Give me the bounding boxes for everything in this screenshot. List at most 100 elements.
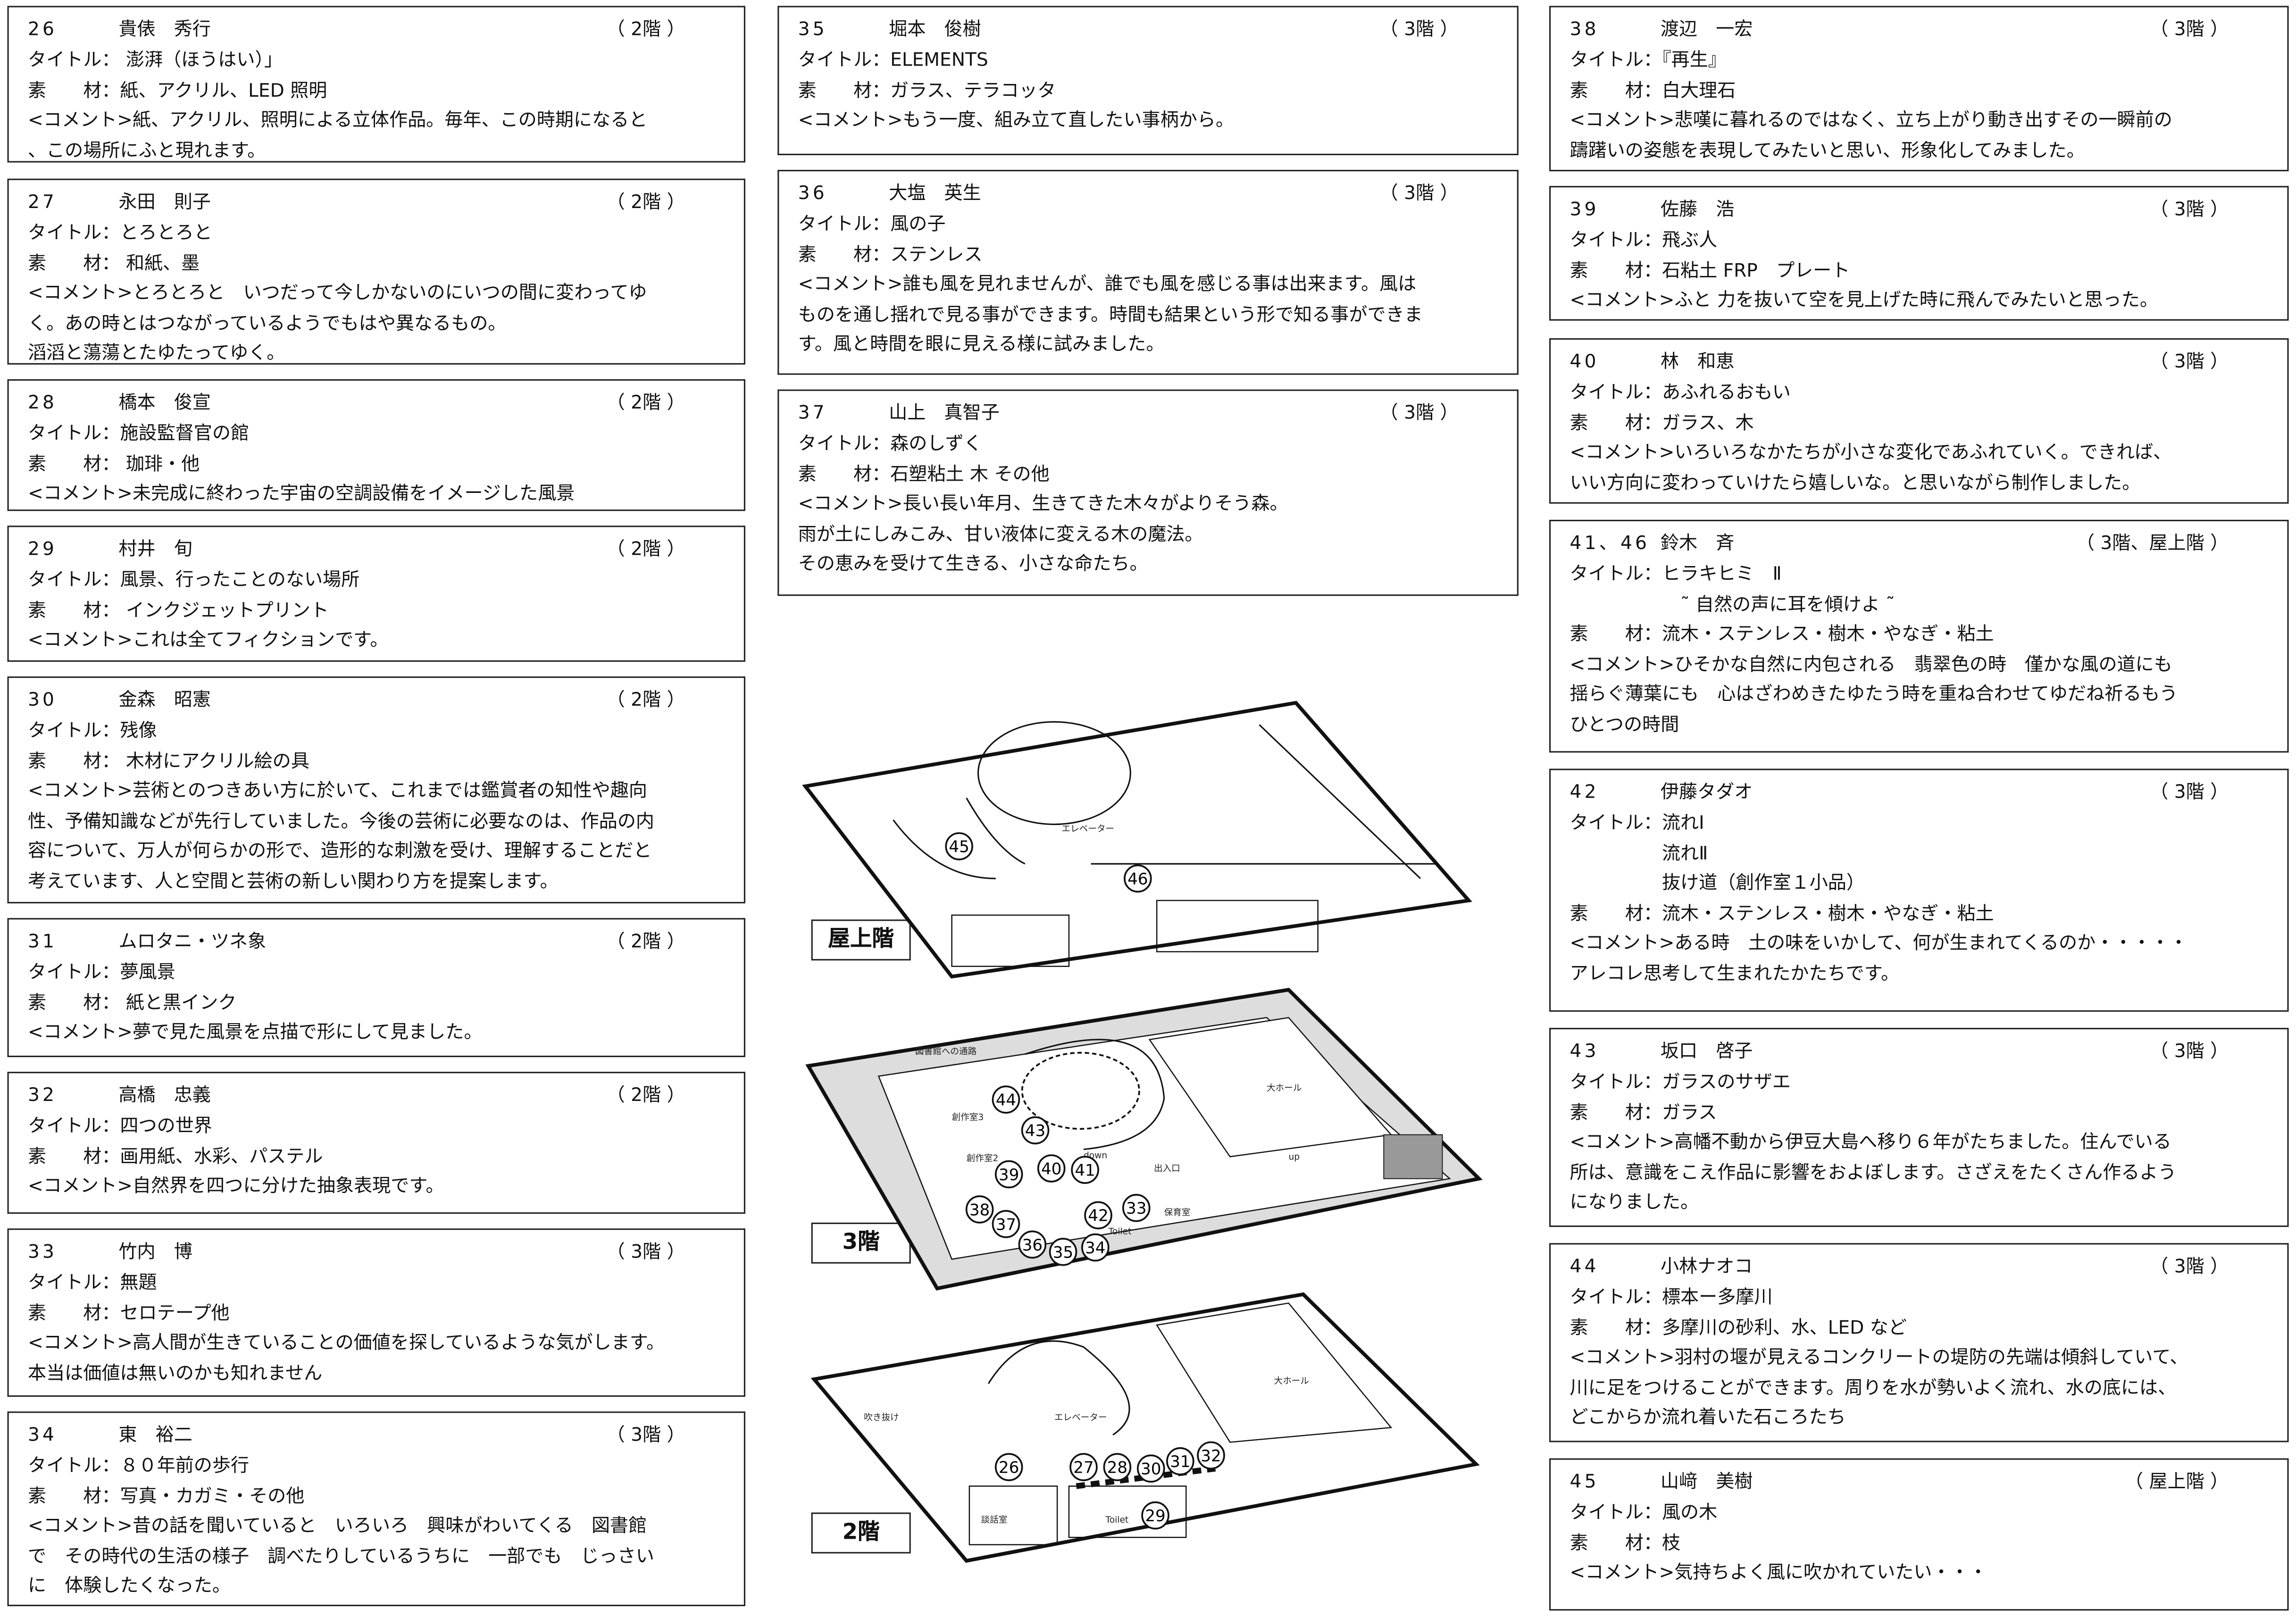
entry-detail-line: <コメント>長い長い年月、生きてきた木々がよりそう森。 <box>798 492 1288 514</box>
entry-number: 32 <box>27 1083 58 1106</box>
artwork-location-marker: 41 <box>1071 1156 1099 1184</box>
marker-number: 35 <box>1053 1243 1073 1262</box>
floor-location: （ 3階 ） <box>2150 17 2229 40</box>
artist-name: 東 裕二 <box>118 1423 192 1445</box>
entry-detail-line: 性、予備知識などが先行していました。今後の芸術に必要なのは、作品の内 <box>27 808 654 831</box>
artist-name: 竹内 博 <box>118 1240 192 1262</box>
artist-name: 渡辺 一宏 <box>1660 17 1753 40</box>
marker-number: 27 <box>1073 1459 1094 1477</box>
entry-number: 44 <box>1570 1255 1599 1277</box>
reading-room-label: 談話室 <box>981 1515 1008 1525</box>
entry-detail-line: になりました。 <box>1570 1190 1699 1213</box>
entry-detail-line: 素 材：ガラス、テラコッタ <box>798 78 1056 100</box>
floor-location: （ 3階 ） <box>1379 17 1459 40</box>
entry-detail-line: 素 材： 珈琲・他 <box>27 451 200 474</box>
floor-location: （ 2階 ） <box>606 391 685 413</box>
elevator-label-2f: エレベーター <box>1054 1413 1107 1423</box>
entry-detail-line: <コメント>昔の話を聞いていると いろいろ 興味がわいてくる 図書館 <box>27 1514 647 1536</box>
entry-number: 39 <box>1570 198 1599 220</box>
floor-location: （ 3階 ） <box>2150 1255 2229 1277</box>
entry-detail-line: その恵みを受けて生きる、小さな命たち。 <box>798 552 1148 574</box>
entry-detail-line: 素 材：流木・ステンレス・樹木・やなぎ・粘土 <box>1570 622 1994 644</box>
entry-detail-line: タイトル：ELEMENTS <box>798 48 988 70</box>
entry-number: 33 <box>27 1240 58 1262</box>
marker-number: 43 <box>1025 1122 1045 1141</box>
entry-detail-line: す。風と時間を眼に見える様に試みました。 <box>798 332 1165 355</box>
hall-label-3f: 大ホール <box>1267 1083 1302 1093</box>
entry-detail-line: どこからか流れ着いた石ころたち <box>1570 1405 1846 1428</box>
artwork-location-marker: 32 <box>1197 1441 1225 1470</box>
marker-number: 32 <box>1201 1447 1221 1466</box>
entry-detail-line: 川に足をつけることができます。周りを水が勢いよく流れ、水の底には、 <box>1570 1375 2177 1398</box>
artist-name: 金森 昭憲 <box>118 688 211 710</box>
artwork-location-marker: 26 <box>994 1453 1023 1482</box>
entry-detail-line: <コメント>ひそかな自然に内包される 翡翠色の時 僅かな風の道にも <box>1570 652 2172 675</box>
artwork-location-marker: 29 <box>1141 1501 1169 1530</box>
entry-detail-line: 素 材：多摩川の砂利、水、LED など <box>1570 1315 1907 1338</box>
entry-number: 30 <box>27 688 58 710</box>
entry-detail-line: <コメント>紙、アクリル、照明による立体作品。毎年、この時期になると <box>27 108 648 131</box>
floor-location: （ 2階 ） <box>606 190 685 213</box>
artist-name: 佐藤 浩 <box>1660 198 1735 220</box>
marker-number: 42 <box>1088 1207 1108 1225</box>
entry-number: 42 <box>1570 780 1599 802</box>
floor2-plan: 大ホール 吹き抜け エレベーター Toilet 談話室 <box>810 1292 1480 1563</box>
entry-detail-line: く。あの時とはつながっているようでもはや異なるもの。 <box>27 311 507 333</box>
entry-detail-line: 流れⅡ <box>1570 841 1708 863</box>
entry-header: 38 渡辺 一宏 （ 3階 ） <box>1570 15 2270 45</box>
entry-detail-line: <コメント>もう一度、組み立て直したい事柄から。 <box>798 108 1235 131</box>
artwork-location-marker: 30 <box>1136 1454 1165 1483</box>
marker-number: 41 <box>1075 1161 1095 1180</box>
library-path-label: 図書館への通路 <box>915 1047 977 1057</box>
entry-number: 38 <box>1570 17 1599 40</box>
entry-detail-line: タイトル： 澎湃（ほうはい）」 <box>27 48 283 70</box>
entry-detail-line: <コメント>羽村の堰が見えるコンクリートの堤防の先端は傾斜していて、 <box>1570 1345 2188 1368</box>
entry-detail-line: 素 材： 紙と黒インク <box>27 990 237 1013</box>
artwork-location-marker: 42 <box>1084 1201 1112 1230</box>
floor-plan-maps: エレベーター 大ホール 図書館への通路 創作室3 創作室2 保育室 Toilet… <box>802 700 1483 1563</box>
entry-detail-line: ものを通し揺れで見る事ができます。時間も結果という形で知る事ができま <box>798 302 1423 325</box>
rooftop-floor-label: 屋上階 <box>811 919 911 961</box>
toilet-label-3f: Toilet <box>1108 1227 1132 1237</box>
artwork-location-marker: 43 <box>1021 1116 1050 1145</box>
artist-name: 大塩 英生 <box>889 181 981 204</box>
floor-location: （ 3階 ） <box>2150 780 2229 802</box>
floor-location: （ 3階、屋上階 ） <box>2076 531 2229 554</box>
artist-name: 永田 則子 <box>118 190 211 213</box>
marker-number: 31 <box>1170 1452 1190 1471</box>
entry-detail-line: タイトル：標本ー多摩川 <box>1570 1285 1773 1308</box>
entry-detail-line: タイトル：風の木 <box>1570 1500 1718 1523</box>
floor-location: （ 3階 ） <box>1379 181 1459 204</box>
entry-detail-line: いい方向に変わっていけたら嬉しいな。と思いながら制作しました。 <box>1570 470 2141 493</box>
entry-detail-line: <コメント>悲嘆に暮れるのではなく、立ち上がり動き出すその一瞬前の <box>1570 108 2172 131</box>
floor-location: （ 3階 ） <box>606 1423 685 1445</box>
entry-detail-line: <コメント>ある時 土の味をいかして、何が生まれてくるのか・・・・・ <box>1570 931 2188 953</box>
entry-detail-line: ひとつの時間 <box>1570 712 1679 734</box>
floor3-plan: 大ホール 図書館への通路 創作室3 創作室2 保育室 Toilet 出入口 do… <box>805 988 1483 1291</box>
marker-number: 40 <box>1041 1159 1061 1178</box>
artwork-location-marker: 34 <box>1081 1233 1110 1262</box>
entry-detail-line: 素 材：ガラス、木 <box>1570 410 1754 433</box>
